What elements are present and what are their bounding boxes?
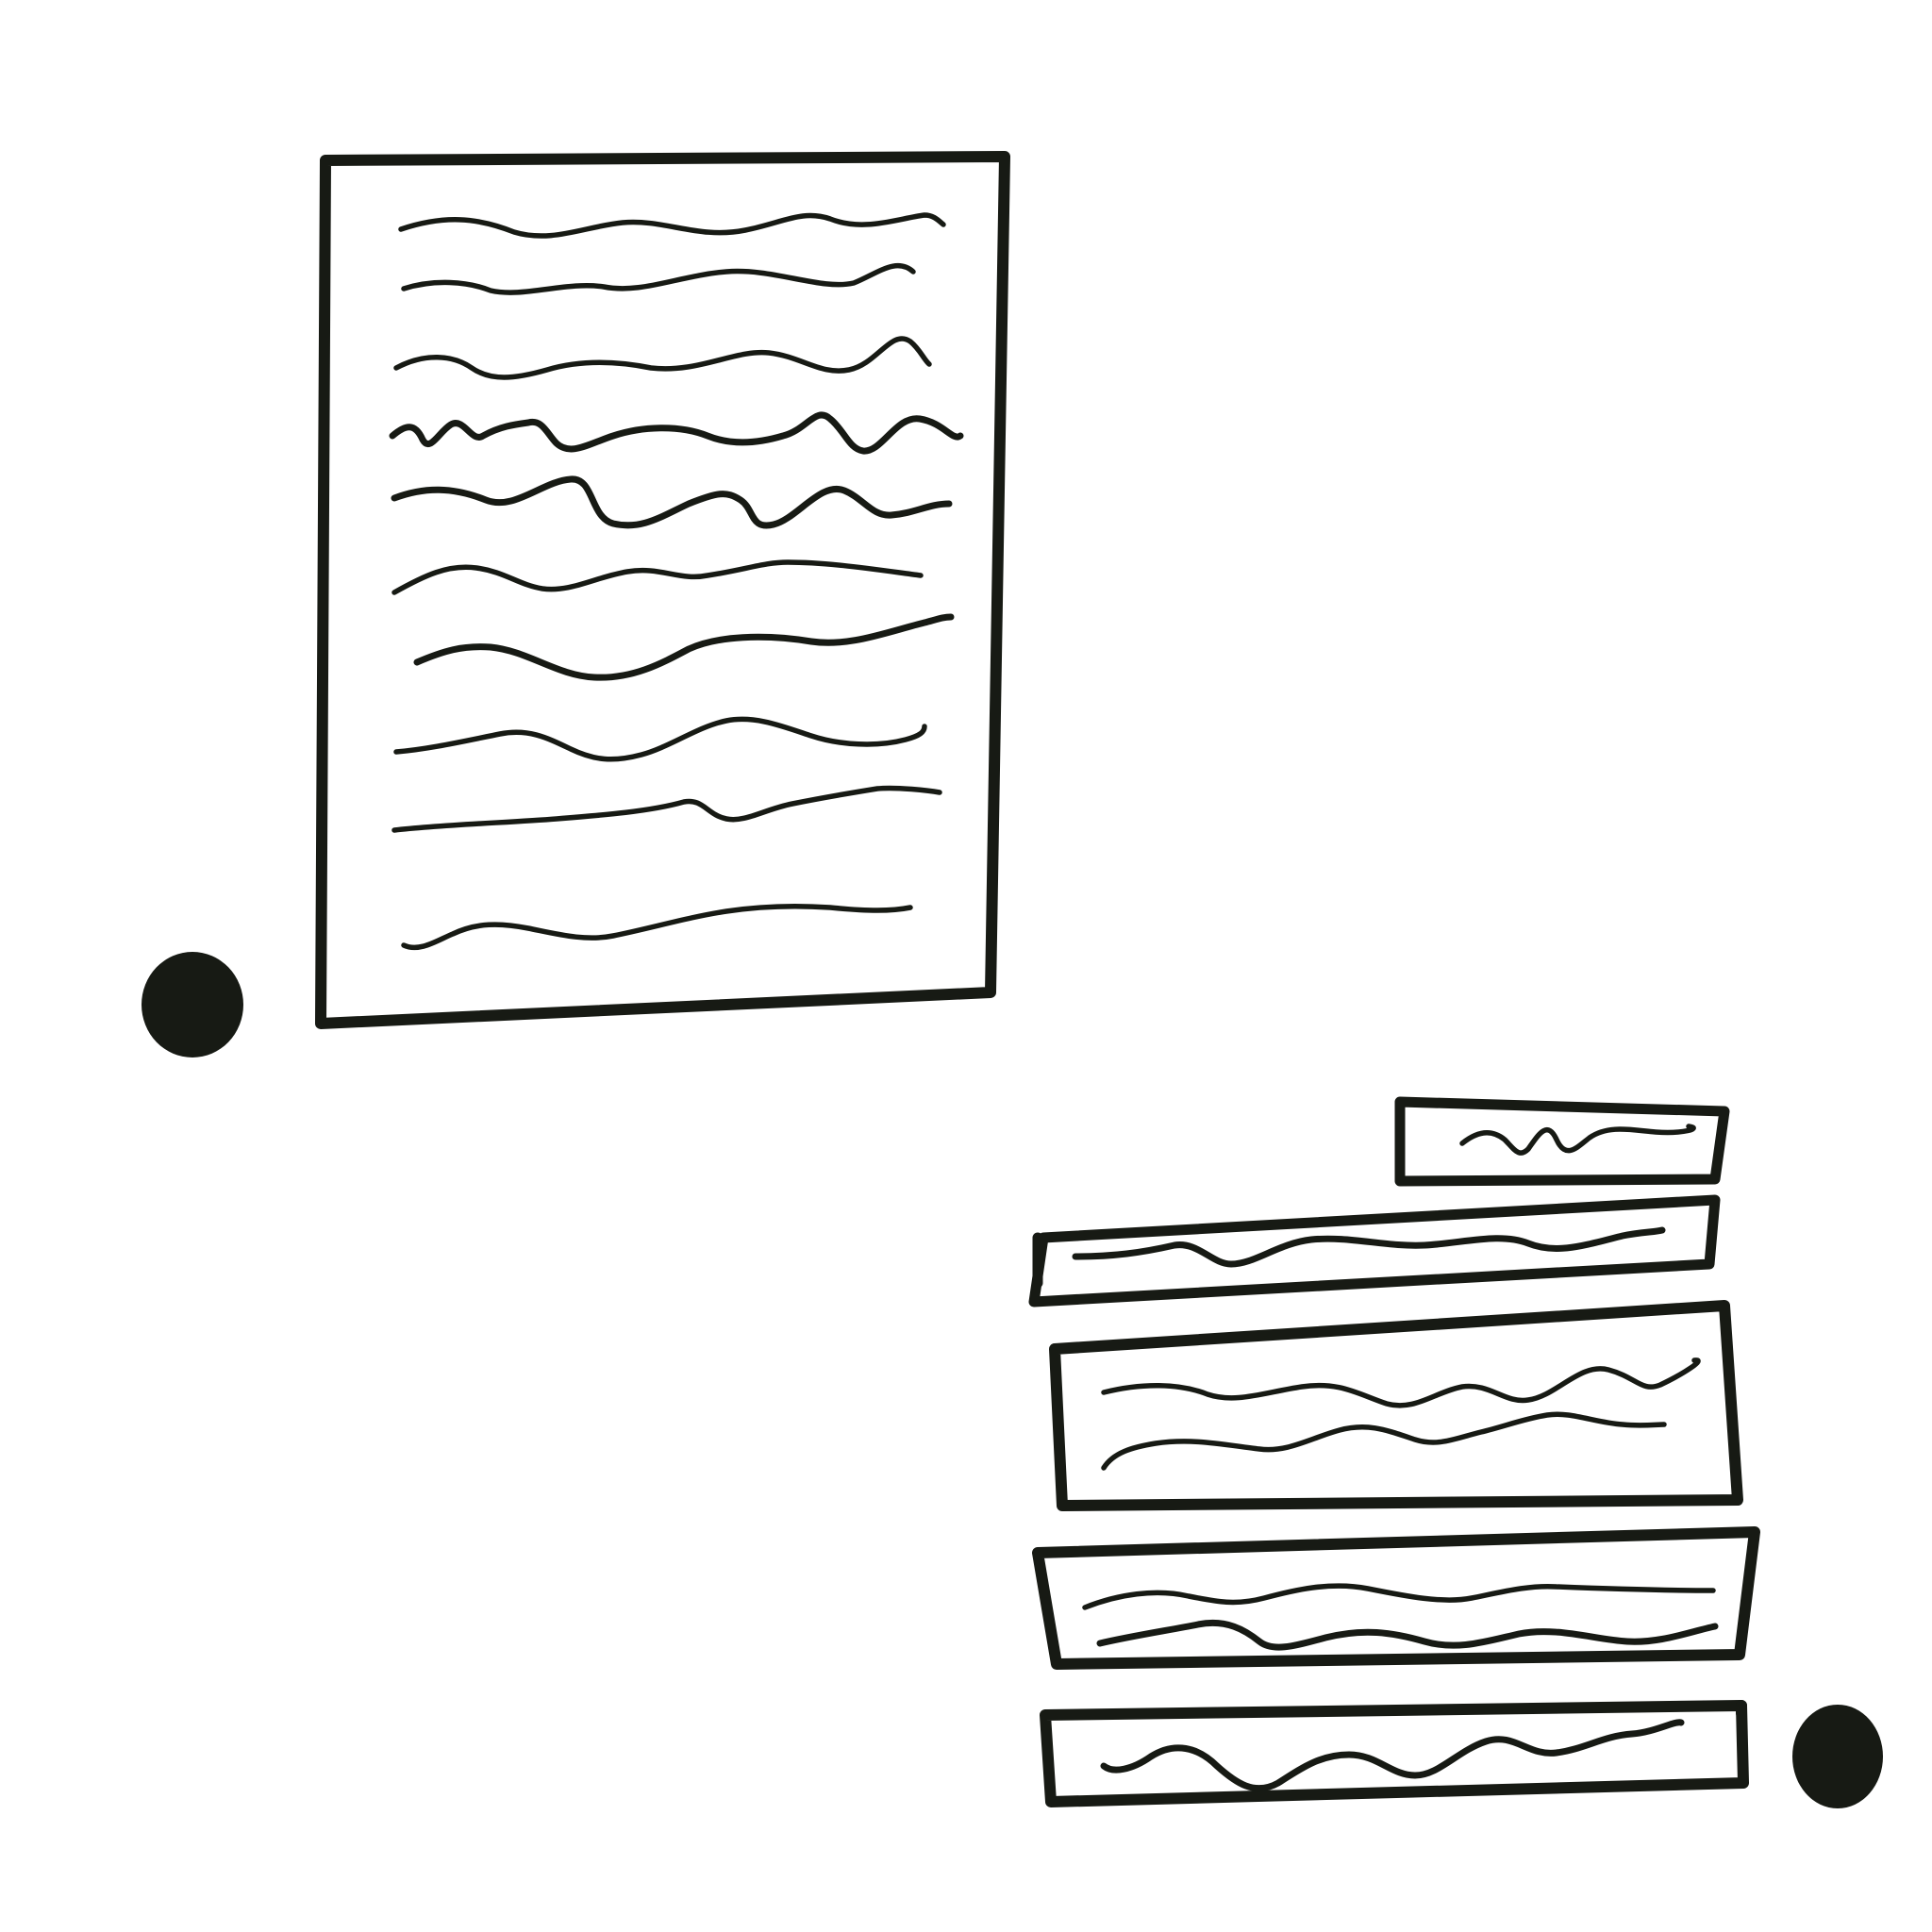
card-border: [1394, 1096, 1730, 1187]
text-line: [413, 613, 955, 681]
document-text-lines: [389, 212, 964, 951]
document-page-border: [315, 151, 1010, 1029]
card-header: [1028, 1194, 1721, 1307]
card-text-line: [1101, 1357, 1701, 1408]
card-bottom: [1040, 1700, 1749, 1807]
document-page: [315, 151, 1010, 1029]
card-tag: [1394, 1096, 1730, 1187]
text-line: [398, 212, 946, 239]
text-line: [391, 785, 942, 833]
card-text-line: [1072, 1226, 1666, 1268]
text-line: [393, 336, 932, 380]
bullet-dot-left: [142, 952, 243, 1058]
card-text-line: [1459, 1124, 1696, 1156]
text-line: [401, 263, 916, 295]
card-border: [1040, 1700, 1749, 1807]
card-text-line: [1096, 1619, 1719, 1651]
card-text-line: [1101, 1411, 1667, 1471]
card-lower: [1032, 1526, 1760, 1670]
card-text-line: [1100, 1719, 1685, 1792]
text-line: [391, 475, 953, 529]
text-line: [389, 411, 964, 455]
text-line: [401, 904, 913, 951]
card-text-line: [1082, 1583, 1716, 1610]
bullet-dot-right: [1792, 1705, 1883, 1808]
card-border: [1049, 1300, 1743, 1511]
card-border: [1032, 1526, 1760, 1670]
text-line: [393, 716, 927, 762]
text-line: [391, 559, 924, 595]
card-middle: [1049, 1300, 1743, 1511]
stacked-cards: [1028, 1096, 1760, 1807]
